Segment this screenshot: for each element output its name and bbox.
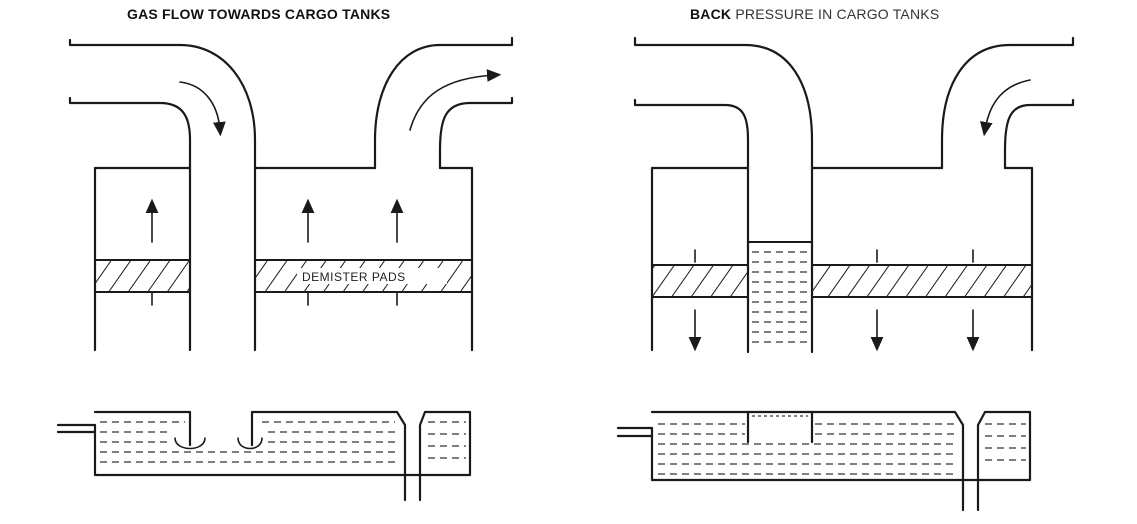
left-outlet-pipe: [373, 36, 514, 170]
right-panel: [616, 36, 1075, 512]
right-demister-pad-a: [651, 264, 749, 298]
right-vessel-wall: [650, 166, 1034, 352]
right-water-lines: [658, 415, 1026, 475]
left-flow-arrow-curve-in: [179, 81, 226, 137]
right-flow-arrow-curve: [980, 79, 1031, 137]
left-outlet-pipe-inner: [438, 96, 514, 170]
left-panel-title: GAS FLOW TOWARDS CARGO TANKS: [127, 6, 391, 22]
right-title-bold: BACK: [690, 6, 732, 22]
left-inlet-pipe-inner: [68, 96, 192, 352]
pad-label-bg: [297, 268, 447, 284]
right-outlet-pipe-inner: [1003, 98, 1075, 170]
right-pipe-water-column: [750, 241, 810, 343]
right-panel-title: BACK PRESSURE IN CARGO TANKS: [690, 6, 939, 22]
right-water-seal-tank: [616, 410, 1032, 512]
left-flow-arrow-curve-out: [409, 69, 502, 131]
right-demister-pad-b: [811, 264, 1033, 298]
right-title-rest: PRESSURE IN CARGO TANKS: [731, 6, 940, 22]
right-outlet-pipe: [940, 36, 1075, 170]
left-inlet-pipe: [68, 38, 257, 170]
left-water-seal-tank: [56, 410, 472, 502]
demister-pads-label: DEMISTER PADS: [302, 270, 406, 284]
left-panel: DEMISTER PADS: [56, 36, 514, 502]
right-inlet-pipe-inner: [633, 98, 750, 354]
left-demister-pad-a: [94, 259, 191, 293]
right-inlet-pipe: [633, 36, 814, 354]
left-water-lines: [100, 421, 466, 463]
